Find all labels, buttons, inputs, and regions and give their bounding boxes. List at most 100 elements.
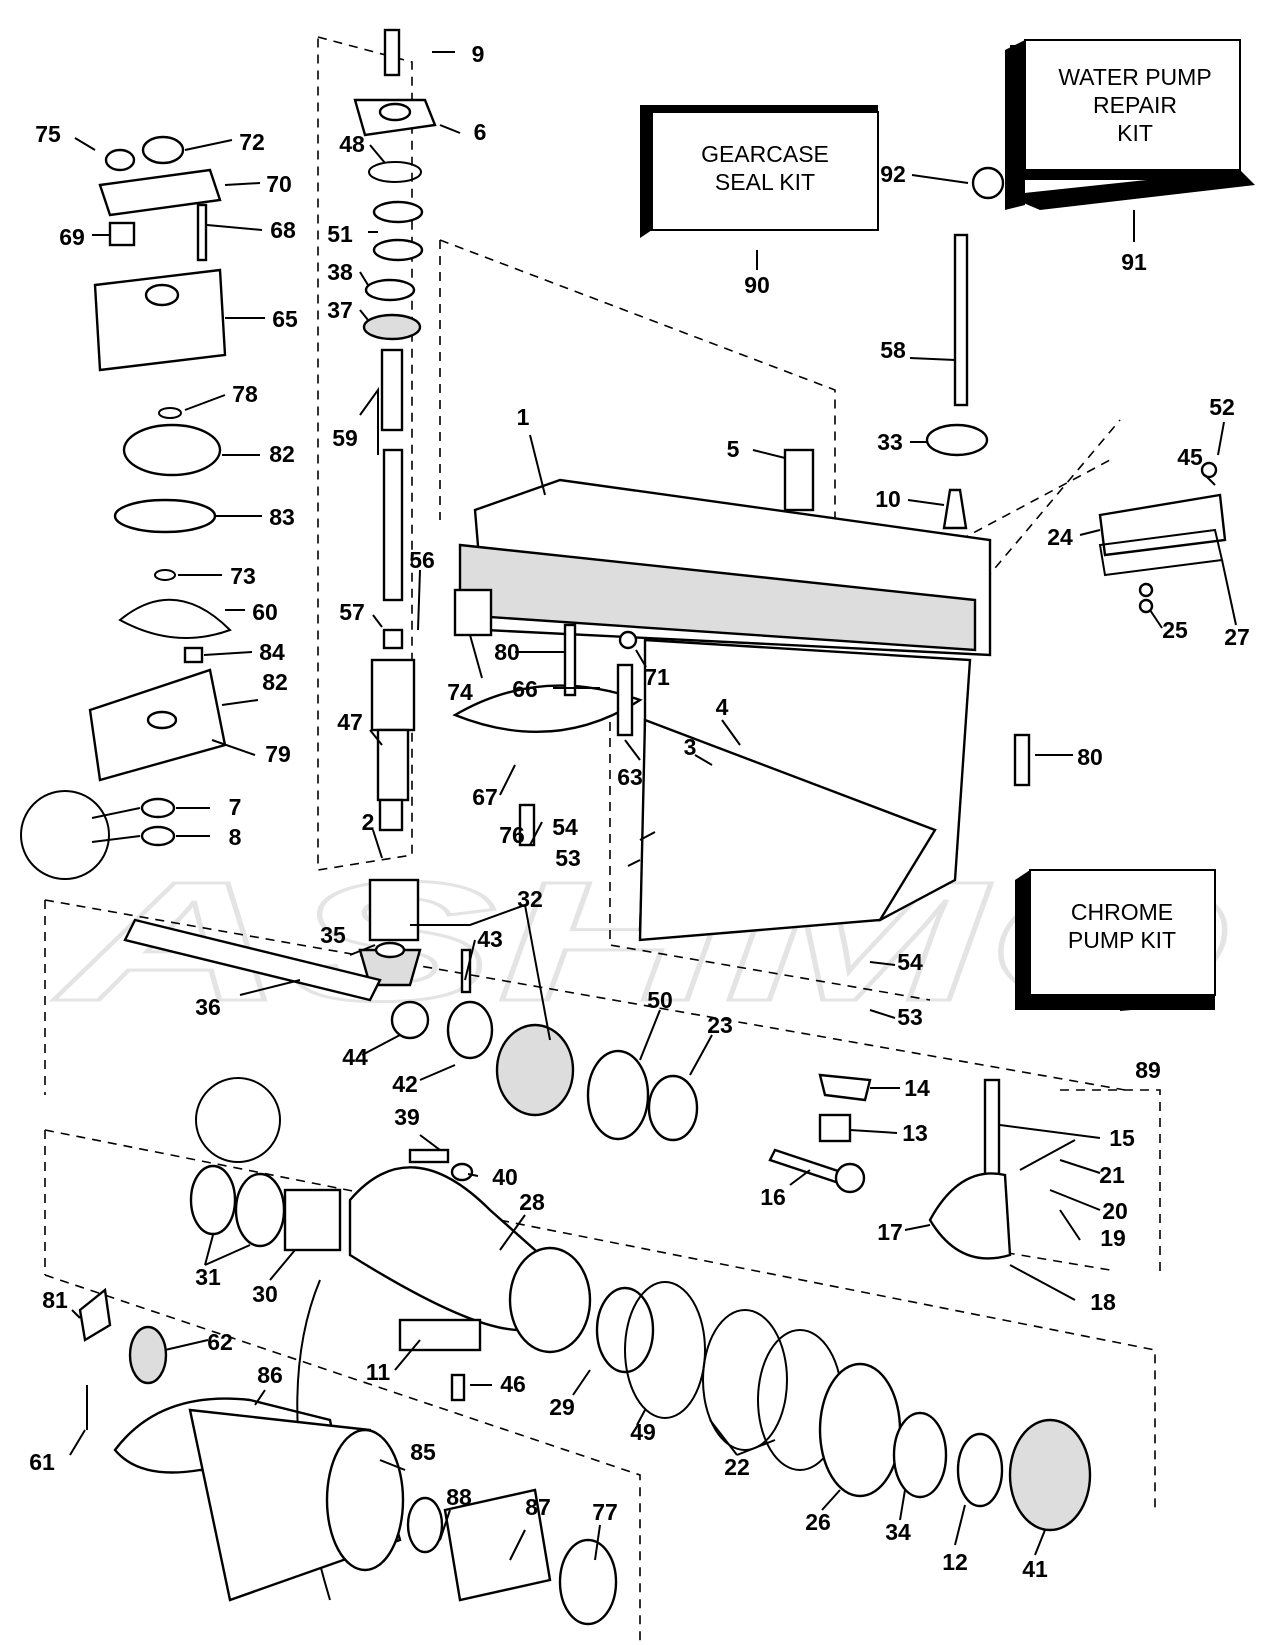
- callout-label: 92: [880, 161, 906, 187]
- callout-label: 30: [252, 1281, 278, 1307]
- callout-label: 29: [549, 1394, 575, 1420]
- callout-label: 47: [337, 709, 363, 735]
- callout-label: 5: [727, 436, 740, 462]
- callout-label: 28: [519, 1189, 545, 1215]
- callout-label: 53: [897, 1004, 923, 1030]
- callout-label: 50: [647, 987, 673, 1013]
- callout-label: 38: [327, 259, 353, 285]
- callout-label: 60: [252, 599, 278, 625]
- callout-labels: 9 6 48 51 38 37 59 56 57 47 2 75 72 70 6…: [29, 41, 1250, 1582]
- callout-label: 71: [644, 664, 670, 690]
- callout-label: 69: [59, 224, 85, 250]
- callout-label: 14: [904, 1075, 930, 1101]
- callout-label: 84: [259, 639, 285, 665]
- callout-label: 51: [327, 221, 353, 247]
- callout-label: 88: [446, 1484, 472, 1510]
- callout-label: 2: [362, 809, 375, 835]
- callout-label: 7: [229, 794, 242, 820]
- callout-label: 8: [229, 824, 242, 850]
- callout-label: 82: [262, 669, 288, 695]
- callout-label: 87: [525, 1494, 551, 1520]
- callout-label: 46: [500, 1371, 526, 1397]
- callout-label: 68: [270, 217, 296, 243]
- callout-label: 91: [1121, 249, 1147, 275]
- callout-label: 20: [1102, 1198, 1128, 1224]
- callout-label: 83: [269, 504, 295, 530]
- callout-label: 52: [1209, 394, 1235, 420]
- callout-label: 33: [877, 429, 903, 455]
- callout-label: 23: [707, 1012, 733, 1038]
- callout-label: 62: [207, 1329, 233, 1355]
- callout-label: 80: [1077, 744, 1103, 770]
- callout-label: 49: [630, 1419, 656, 1445]
- callout-label: 1: [517, 404, 530, 430]
- callout-label: 24: [1047, 524, 1073, 550]
- callout-label: 78: [232, 381, 258, 407]
- callout-label: 27: [1224, 624, 1250, 650]
- callout-label: 74: [447, 679, 473, 705]
- callout-label: 48: [339, 131, 365, 157]
- callout-label: 13: [902, 1120, 928, 1146]
- callout-label: 43: [477, 926, 503, 952]
- kit-chrome-pump-line-2: PUMP KIT: [1068, 927, 1176, 953]
- kit-gearcase-seal-box: GEARCASE SEAL KIT: [640, 105, 879, 238]
- callout-label: 25: [1162, 617, 1188, 643]
- callout-label: 59: [332, 425, 358, 451]
- callout-label: 26: [805, 1509, 831, 1535]
- callout-label: 75: [35, 121, 61, 147]
- kit-water-pump-line-1: WATER PUMP: [1058, 64, 1211, 90]
- callout-label: 76: [499, 822, 525, 848]
- callout-label: 39: [394, 1104, 420, 1130]
- callout-label: 89: [1135, 1057, 1161, 1083]
- callout-label: 45: [1177, 444, 1203, 470]
- callout-label: 4: [716, 694, 729, 720]
- callout-label: 10: [875, 486, 901, 512]
- callout-label: 21: [1099, 1162, 1125, 1188]
- parts-layer: [20, 28, 1227, 1626]
- callout-label: 70: [266, 171, 292, 197]
- callout-label: 79: [265, 741, 291, 767]
- kit-water-pump-repair-box: WATER PUMP REPAIR KIT: [1005, 39, 1255, 210]
- callout-label: 81: [42, 1287, 68, 1313]
- kit-water-pump-line-2: REPAIR: [1093, 92, 1177, 118]
- leader-lines: [69, 51, 1237, 1561]
- kit-gearcase-seal-line-2: SEAL KIT: [715, 169, 815, 195]
- callout-label: 66: [512, 676, 538, 702]
- kit-chrome-pump-box: CHROME PUMP KIT: [1015, 869, 1216, 1010]
- callout-label: 63: [617, 764, 643, 790]
- callout-label: 61: [29, 1449, 55, 1475]
- callout-label: 90: [744, 272, 770, 298]
- callout-label: 35: [320, 922, 346, 948]
- callout-label: 37: [327, 297, 353, 323]
- callout-label: 86: [257, 1362, 283, 1388]
- callout-label: 36: [195, 994, 221, 1020]
- callout-label: 3: [684, 734, 697, 760]
- callout-label: 41: [1022, 1556, 1048, 1582]
- callout-label: 44: [342, 1044, 368, 1070]
- callout-label: 58: [880, 337, 906, 363]
- callout-label: 53: [555, 845, 581, 871]
- callout-label: 54: [897, 949, 923, 975]
- callout-label: 31: [195, 1264, 221, 1290]
- callout-label: 22: [724, 1454, 750, 1480]
- callout-label: 32: [517, 886, 543, 912]
- callout-label: 17: [877, 1219, 903, 1245]
- callout-label: 57: [339, 599, 365, 625]
- kit-chrome-pump-line-1: CHROME: [1071, 899, 1173, 925]
- callout-label: 12: [942, 1549, 968, 1575]
- callout-label: 6: [474, 119, 487, 145]
- callout-label: 40: [492, 1164, 518, 1190]
- callout-label: 73: [230, 563, 256, 589]
- callout-label: 65: [272, 306, 298, 332]
- callout-label: 85: [410, 1439, 436, 1465]
- kit-gearcase-seal-line-1: GEARCASE: [701, 141, 829, 167]
- callout-label: 11: [366, 1359, 391, 1385]
- callout-label: 80: [494, 639, 520, 665]
- callout-label: 72: [239, 129, 265, 155]
- callout-label: 9: [472, 41, 485, 67]
- callout-label: 18: [1090, 1289, 1116, 1315]
- callout-label: 77: [592, 1499, 618, 1525]
- callout-label: 16: [760, 1184, 786, 1210]
- callout-label: 15: [1109, 1125, 1135, 1151]
